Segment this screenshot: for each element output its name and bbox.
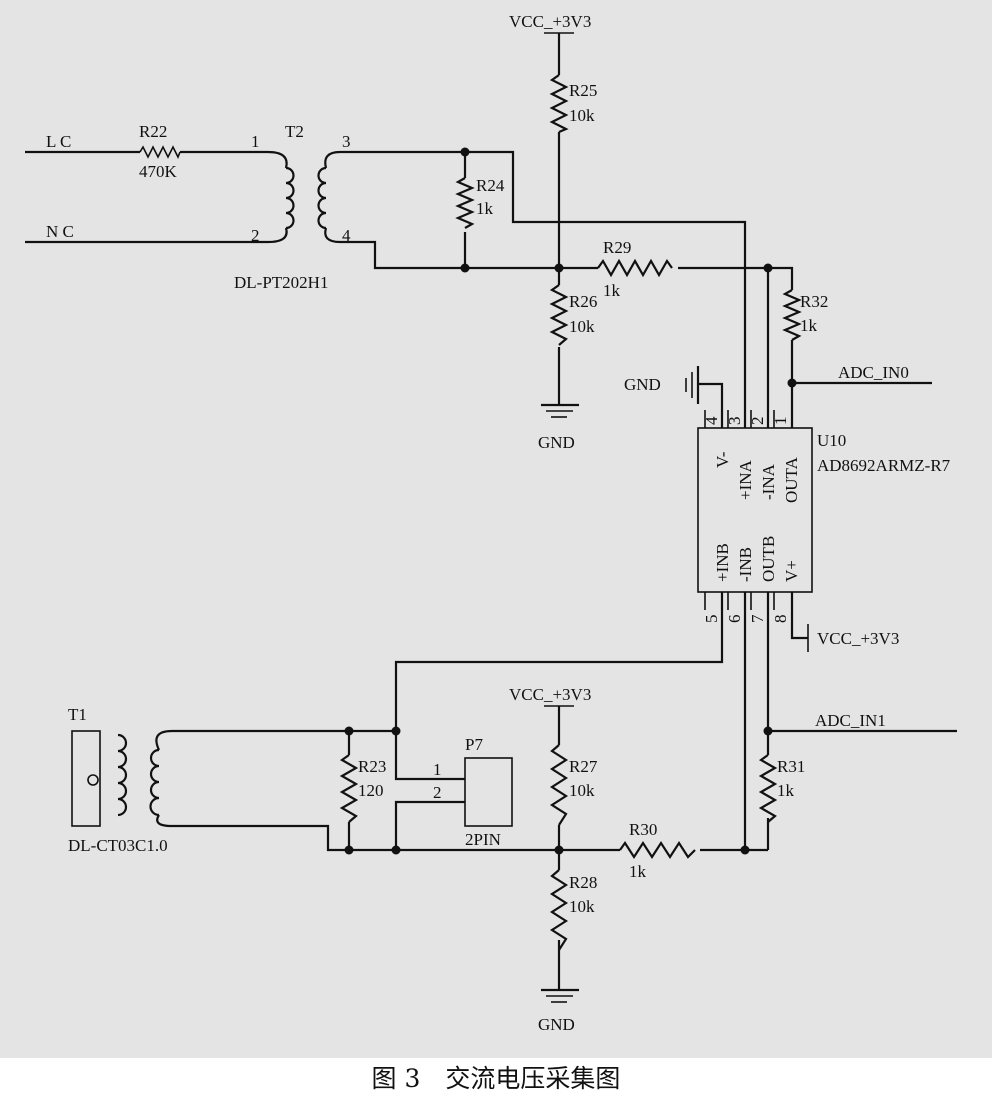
- gnd-label-bottom: GND: [538, 1015, 575, 1034]
- vcc-label-mid: VCC_+3V3: [509, 685, 591, 704]
- r26-ref: R26: [569, 292, 597, 311]
- t1-ref: T1: [68, 705, 87, 724]
- r31-value: 1k: [777, 781, 795, 800]
- u10-pin-name-minus-inb: -INB: [736, 547, 755, 582]
- resistor-symbols: [139, 74, 802, 951]
- u10-pin-name-outa: OUTA: [782, 456, 801, 503]
- gnd-symbol-top: [541, 403, 579, 418]
- t2-pin-4: 4: [342, 226, 351, 245]
- u10-pin-name-outb: OUTB: [759, 536, 778, 582]
- r32-ref: R32: [800, 292, 828, 311]
- u10-pin-2: 2: [748, 417, 767, 426]
- r24-value: 1k: [476, 199, 494, 218]
- adc-in0-label: ADC_IN0: [838, 363, 909, 382]
- r24-symbol: [455, 177, 475, 229]
- t2-pin-2: 2: [251, 226, 260, 245]
- u10-opamp-body: [697, 427, 813, 593]
- ac-voltage-sampling-schematic: VCC_+3V3 VCC_+3V3 VCC_+3V3 GND GND GND A…: [0, 0, 992, 1058]
- r30-value: 1k: [629, 862, 647, 881]
- r28-ref: R28: [569, 873, 597, 892]
- t1-part: DL-CT03C1.0: [68, 836, 168, 855]
- r22-symbol: [139, 145, 181, 159]
- gnd-symbol-u10: [685, 366, 700, 404]
- r26-value: 10k: [569, 317, 595, 336]
- u10-pin-7: 7: [748, 614, 767, 623]
- u10-pin-number-ticks: [704, 410, 775, 610]
- r27-value: 10k: [569, 781, 595, 800]
- net-labels: VCC_+3V3 VCC_+3V3 VCC_+3V3 GND GND GND A…: [46, 12, 909, 1034]
- r32-symbol: [782, 289, 802, 341]
- vcc-label-top: VCC_+3V3: [509, 12, 591, 31]
- u10-pin-1: 1: [771, 417, 790, 426]
- r23-symbol: [339, 754, 359, 823]
- p7-part: 2PIN: [465, 830, 501, 849]
- r25-symbol: [549, 74, 569, 134]
- u10-pin-6: 6: [725, 615, 744, 624]
- figure-number: 图 3: [371, 1064, 421, 1093]
- u10-pin-name-plus-inb: +INB: [713, 543, 732, 582]
- r29-value: 1k: [603, 281, 621, 300]
- p7-pin-2: 2: [433, 783, 442, 802]
- junction-dots: [344, 147, 797, 855]
- u10-pin-5: 5: [702, 615, 721, 624]
- r32-value: 1k: [800, 316, 818, 335]
- u10-part: AD8692ARMZ-R7: [817, 456, 951, 475]
- t2-part: DL-PT202H1: [234, 273, 328, 292]
- p7-connector-body: [464, 757, 513, 827]
- gnd-label-top: GND: [538, 433, 575, 452]
- figure-title: 交流电压采集图: [445, 1064, 621, 1093]
- r25-value: 10k: [569, 106, 595, 125]
- u10-pin-name-plus-ina: +INA: [736, 459, 755, 500]
- gnd-symbol-bottom: [541, 988, 579, 1003]
- r28-value: 10k: [569, 897, 595, 916]
- r29-symbol: [597, 258, 673, 278]
- r27-symbol: [549, 744, 569, 826]
- u10-ref: U10: [817, 431, 846, 450]
- vcc-label-u10: VCC_+3V3: [817, 629, 899, 648]
- r27-ref: R27: [569, 757, 598, 776]
- component-labels: R22 470K R24 1k R25 10k R26 10k R29 1k R…: [68, 81, 951, 916]
- figure-caption: 图 3 交流电压采集图: [0, 1058, 992, 1099]
- r31-symbol: [758, 754, 778, 823]
- u10-pin-name-vminus: V-: [713, 451, 732, 468]
- t2-pin-1: 1: [251, 132, 260, 151]
- u10-pin-name-vplus: V+: [782, 560, 801, 582]
- r22-ref: R22: [139, 122, 167, 141]
- t2-transformer: [285, 166, 327, 230]
- r29-ref: R29: [603, 238, 631, 257]
- u10-pin-names: V- +INA -INA OUTA +INB -INB OUTB V+: [713, 451, 801, 582]
- nc-label: N C: [46, 222, 74, 241]
- gnd-label-u10: GND: [624, 375, 661, 394]
- u10-pin-4: 4: [702, 416, 721, 425]
- r23-value: 120: [358, 781, 384, 800]
- adc-in1-label: ADC_IN1: [815, 711, 886, 730]
- r28-symbol: [549, 869, 569, 951]
- r25-ref: R25: [569, 81, 597, 100]
- r22-value: 470K: [139, 162, 178, 181]
- u10-pin-8: 8: [771, 615, 790, 624]
- u10-pin-3: 3: [725, 417, 744, 426]
- t1-current-transformer: [71, 730, 160, 827]
- r30-ref: R30: [629, 820, 657, 839]
- u10-pin-numbers: 4 3 2 1 5 6 7 8: [702, 416, 790, 623]
- r26-symbol: [549, 284, 569, 346]
- r23-ref: R23: [358, 757, 386, 776]
- p7-pin-1: 1: [433, 760, 442, 779]
- t2-pin-3: 3: [342, 132, 351, 151]
- p7-ref: P7: [465, 735, 483, 754]
- r24-ref: R24: [476, 176, 505, 195]
- r31-ref: R31: [777, 757, 805, 776]
- lc-label: L C: [46, 132, 71, 151]
- u10-pin-name-minus-ina: -INA: [759, 463, 778, 500]
- t2-ref: T2: [285, 122, 304, 141]
- r30-symbol: [619, 840, 696, 860]
